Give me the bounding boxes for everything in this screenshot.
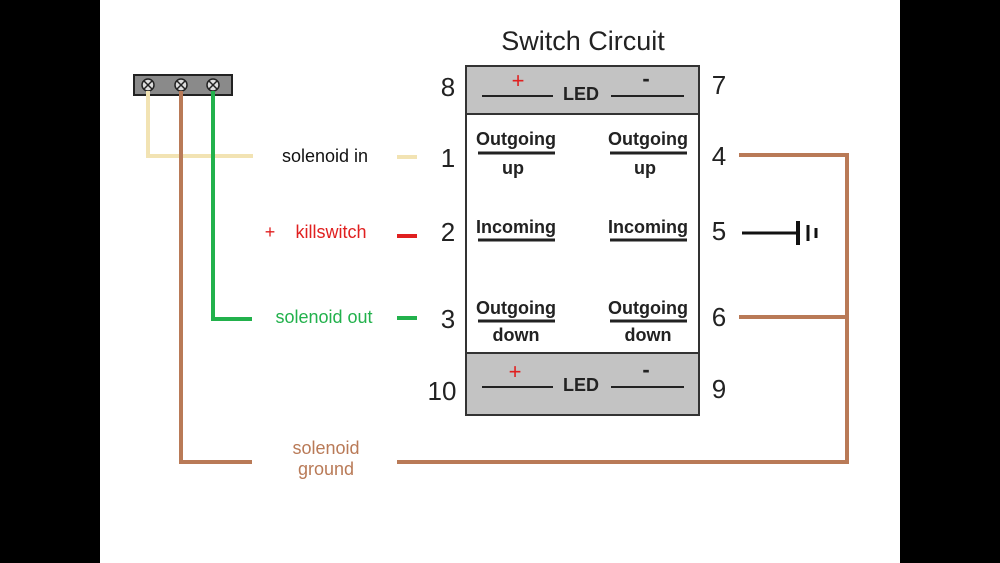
label-ground: ground	[298, 459, 354, 479]
pin-6: 6	[712, 302, 726, 332]
pin-1: 1	[441, 143, 455, 173]
label-solenoid-out: solenoid out	[275, 307, 372, 327]
pin-3: 3	[441, 304, 455, 334]
led-top-minus: -	[642, 66, 649, 91]
cell-r1-left-bottom: up	[502, 158, 524, 178]
terminal-screw-icon	[206, 78, 220, 92]
label-killswitch-plus: +	[265, 222, 276, 242]
pin-5: 5	[712, 216, 726, 246]
led-top-plus: +	[512, 68, 525, 93]
terminal-screw-icon	[174, 78, 188, 92]
cell-r3-left-bottom: down	[493, 325, 540, 345]
cell-r3-right-bottom: down	[625, 325, 672, 345]
cell-r1-right-top: Outgoing	[608, 129, 688, 149]
pin-4: 4	[712, 141, 726, 171]
led-panel-top	[465, 65, 700, 115]
led-bottom-plus: +	[509, 359, 522, 384]
cell-r1-right-bottom: up	[634, 158, 656, 178]
pin-10: 10	[428, 376, 457, 406]
pin-7: 7	[712, 70, 726, 100]
diagram-title: Switch Circuit	[501, 26, 665, 56]
cell-r2-right: Incoming	[608, 217, 688, 237]
wire-solenoid-ground	[179, 91, 252, 464]
terminal-block	[133, 74, 233, 96]
label-killswitch: killswitch	[295, 222, 366, 242]
terminal-screw-icon	[141, 78, 155, 92]
led-top-label: LED	[563, 84, 599, 104]
cell-r3-left-top: Outgoing	[476, 298, 556, 318]
wiring-diagram: Switch Circuit	[133, 26, 849, 479]
wire-solenoid-in	[146, 91, 253, 158]
pin-8: 8	[441, 72, 455, 102]
pin-9: 9	[712, 374, 726, 404]
wire-ground-loop	[397, 153, 849, 464]
pin-2: 2	[441, 217, 455, 247]
ground-symbol-icon	[742, 221, 818, 245]
label-solenoid-in: solenoid in	[282, 146, 368, 166]
cell-r3-right-top: Outgoing	[608, 298, 688, 318]
led-bottom-label: LED	[563, 375, 599, 395]
led-bottom-minus: -	[642, 357, 649, 382]
cell-r2-left: Incoming	[476, 217, 556, 237]
cell-r1-left-top: Outgoing	[476, 129, 556, 149]
wire-solenoid-out	[211, 91, 252, 321]
label-solenoid: solenoid	[292, 438, 359, 458]
diagram-canvas: Switch Circuit	[100, 0, 900, 563]
led-panel-bottom	[465, 352, 700, 416]
